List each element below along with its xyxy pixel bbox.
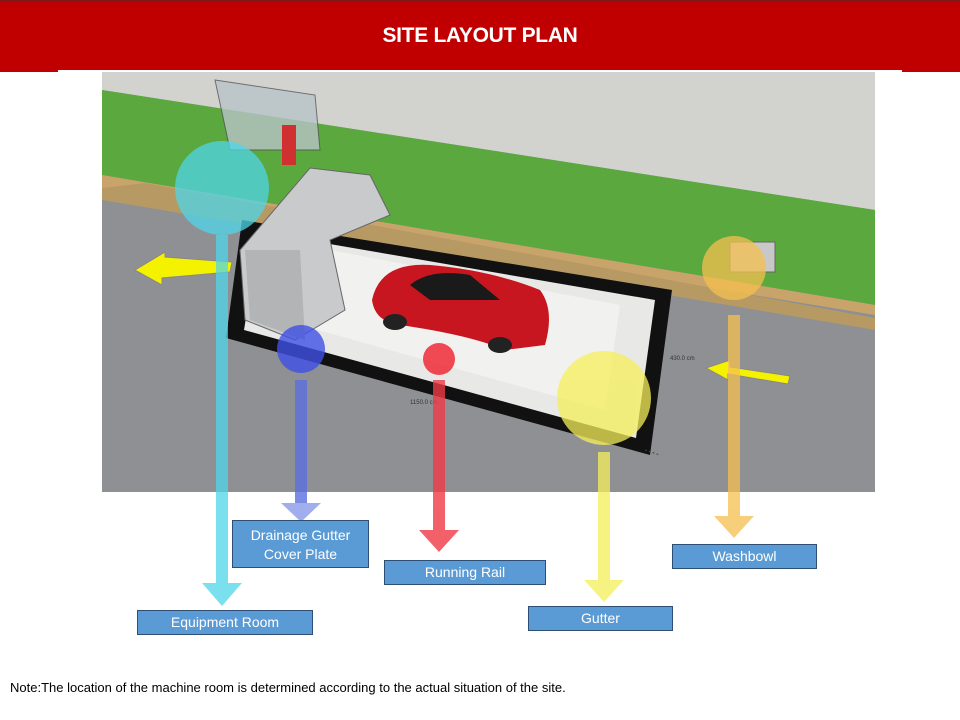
- label-drainage-gutter-cover-plate: Drainage Gutter Cover Plate: [232, 520, 369, 568]
- drainage-marker: [277, 325, 325, 522]
- label-equipment-room: Equipment Room: [137, 610, 313, 635]
- dimension-length: 1150.0 cm: [410, 400, 438, 406]
- label-drainage-line2: Cover Plate: [263, 546, 338, 562]
- gantry-machine: [239, 167, 391, 341]
- header-bar: SITE LAYOUT PLAN: [0, 0, 960, 72]
- dimension-width: 430.0 cm: [670, 356, 695, 362]
- page-title: SITE LAYOUT PLAN: [382, 24, 578, 47]
- equipment-room-marker: [175, 141, 269, 606]
- equipment-booth: [214, 79, 321, 165]
- washbowl-marker: [702, 236, 766, 538]
- label-running-rail: Running Rail: [384, 560, 546, 585]
- footnote: Note:The location of the machine room is…: [10, 680, 566, 695]
- label-washbowl: Washbowl: [672, 544, 817, 569]
- car: [372, 264, 549, 353]
- gutter-marker: [557, 351, 651, 602]
- label-gutter: Gutter: [528, 606, 673, 631]
- label-drainage-line1: Drainage Gutter: [250, 527, 351, 543]
- running-rail-marker: [419, 343, 459, 552]
